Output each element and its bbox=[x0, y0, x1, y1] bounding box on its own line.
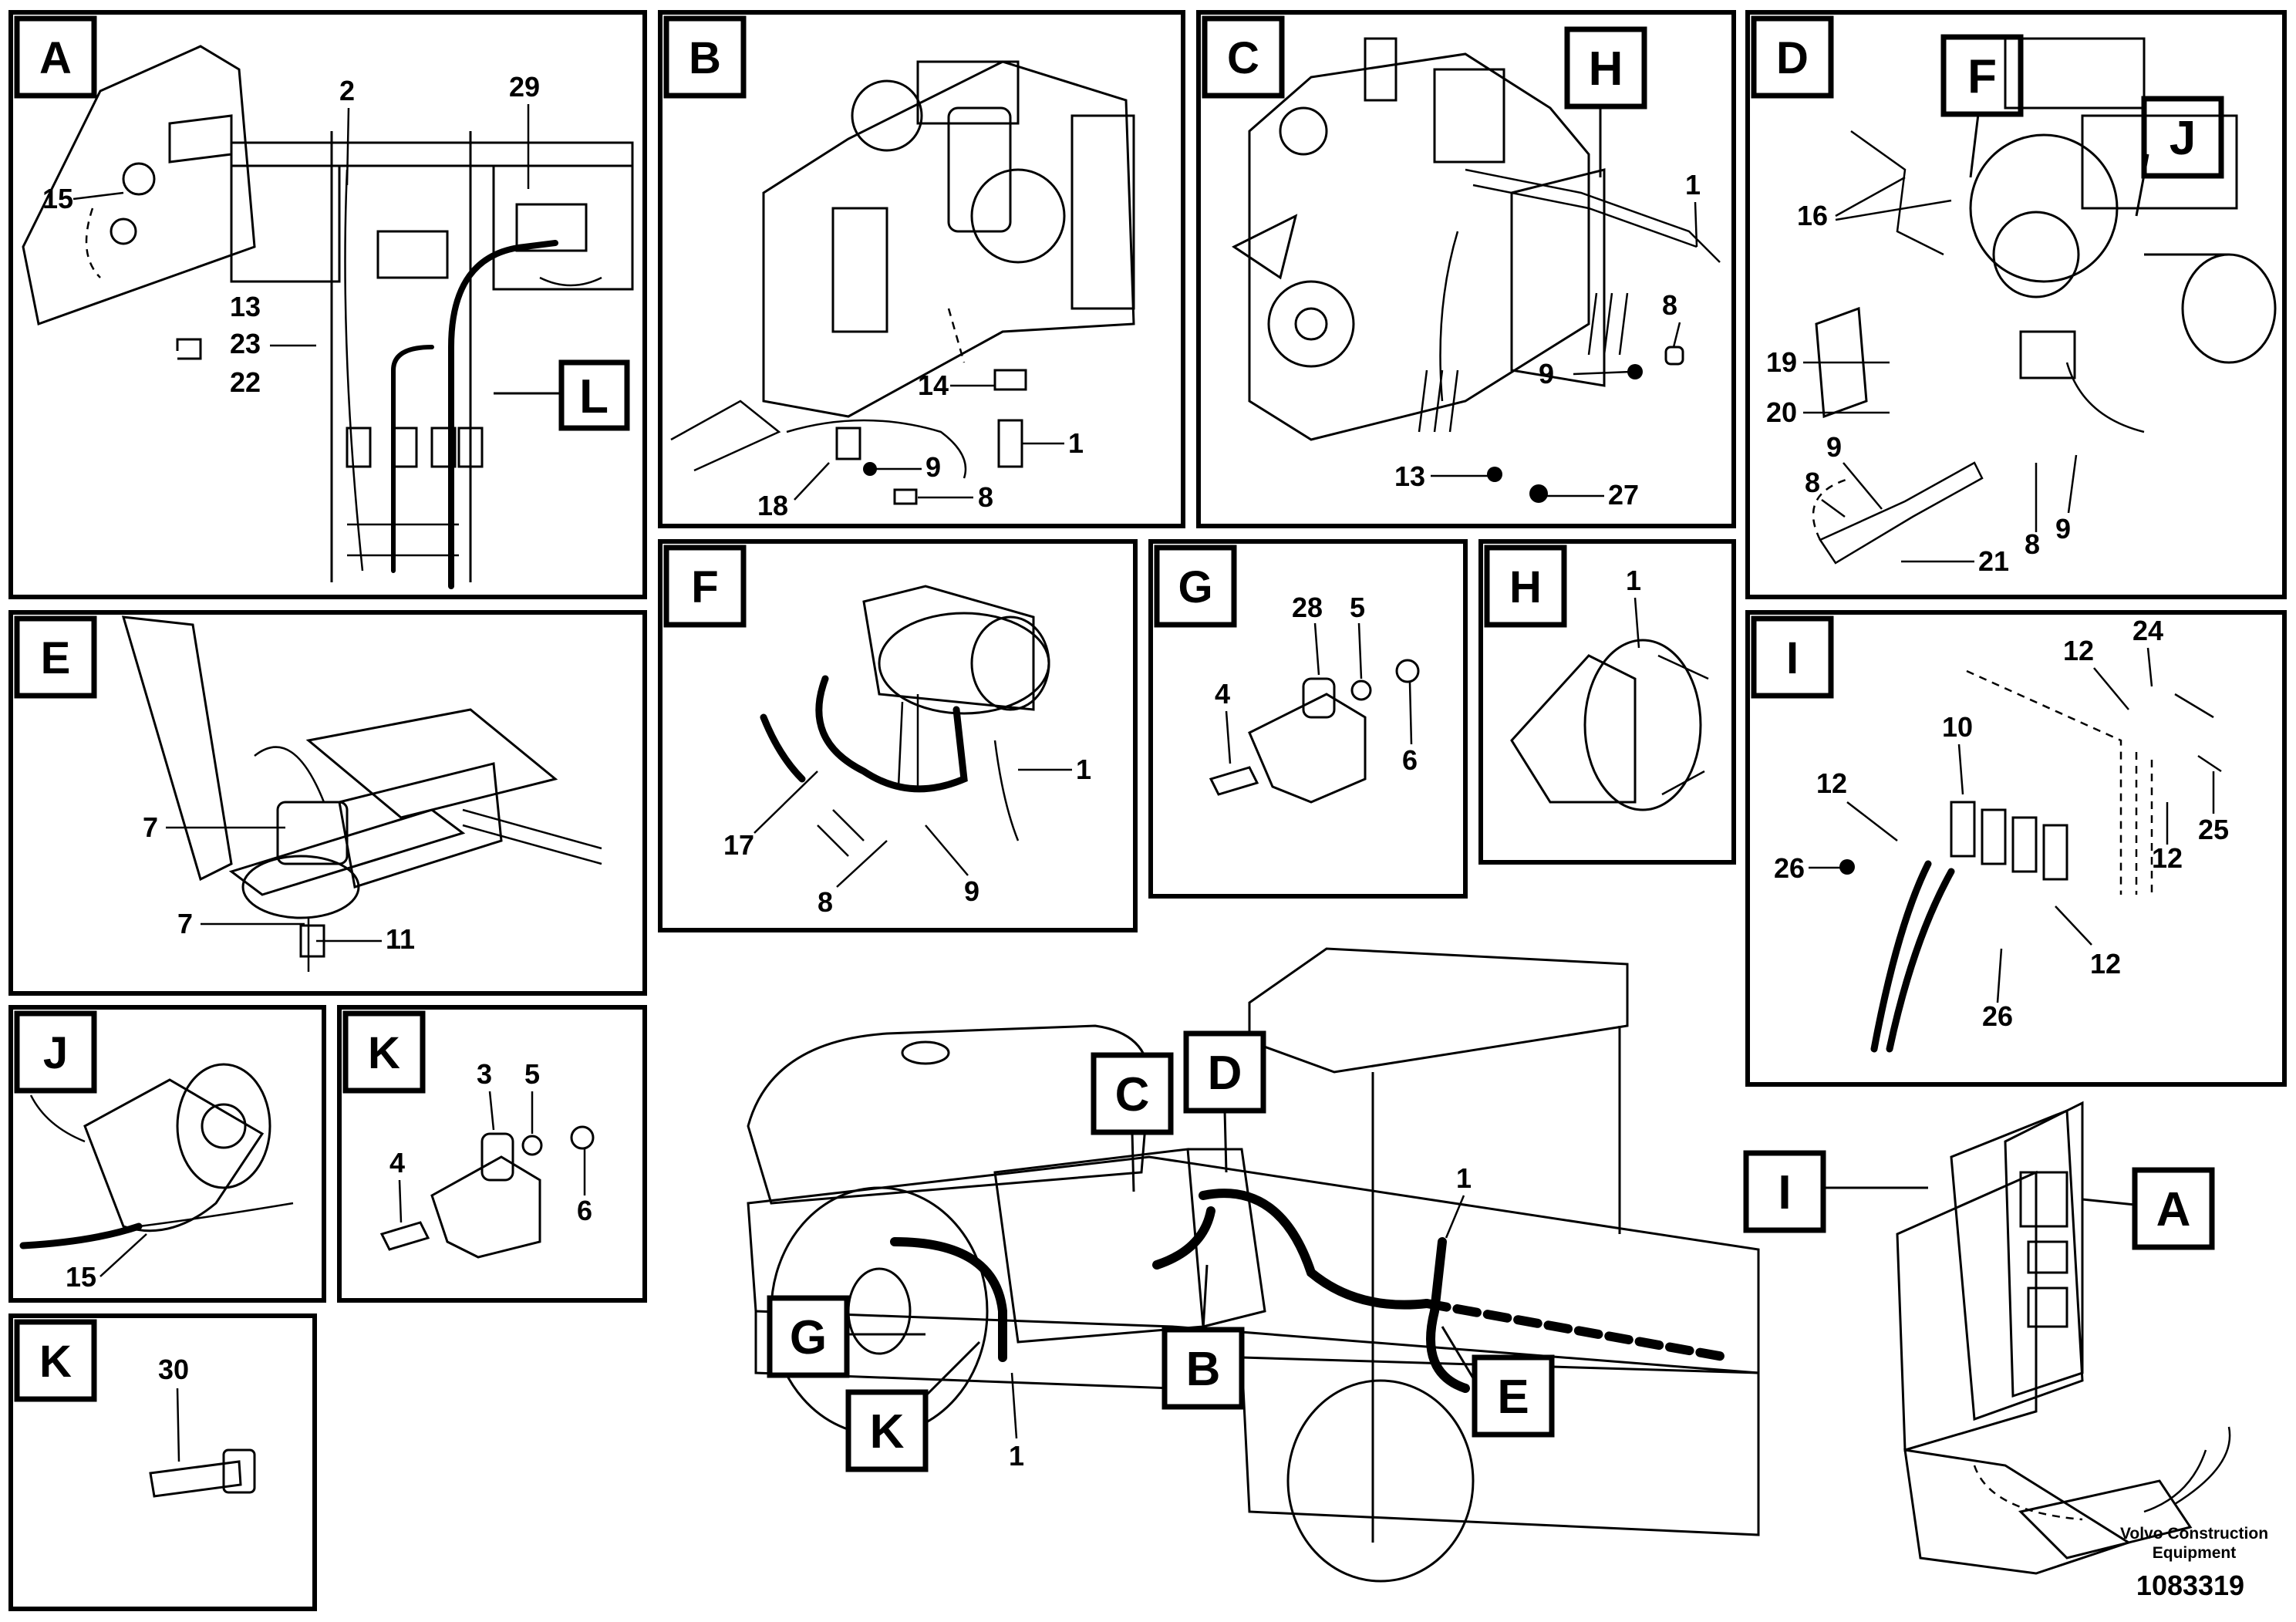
label-i-26b: 26 bbox=[1982, 1000, 2013, 1032]
panel-a-callout-l-box bbox=[558, 359, 630, 431]
label-g-6: 6 bbox=[1402, 744, 1418, 776]
label-i-12b: 12 bbox=[1816, 767, 1847, 799]
label-f-1: 1 bbox=[1076, 754, 1091, 785]
panel-c-callout-h: H bbox=[1589, 42, 1623, 96]
label-d-8b: 8 bbox=[2025, 528, 2040, 560]
label-i-26a: 26 bbox=[1774, 852, 1805, 884]
label-e-11: 11 bbox=[386, 923, 415, 955]
label-d-16: 16 bbox=[1797, 200, 1828, 231]
label-c-27: 27 bbox=[1608, 479, 1639, 511]
panel-a-title-box bbox=[14, 15, 97, 99]
label-i-12c: 12 bbox=[2152, 842, 2183, 874]
panel-h-title: H bbox=[1509, 562, 1542, 612]
panel-g-title: G bbox=[1178, 562, 1212, 612]
console-callout-i: I bbox=[1778, 1166, 1791, 1219]
label-b-8: 8 bbox=[978, 481, 993, 513]
label-a-13: 13 bbox=[230, 291, 261, 322]
label-e-7b: 7 bbox=[177, 908, 193, 939]
overview-callout-c: C bbox=[1115, 1068, 1150, 1121]
company-line-2: Equipment bbox=[2153, 1544, 2237, 1562]
panel-b-title: B bbox=[689, 33, 721, 83]
label-i-24: 24 bbox=[2132, 615, 2163, 646]
overview-callout-k: K bbox=[870, 1405, 905, 1458]
label-h-1: 1 bbox=[1626, 565, 1641, 596]
panel-k2-title: K bbox=[39, 1337, 72, 1387]
panel-d: D F J 16 19 20 9 8 21 8 9 bbox=[1745, 10, 2287, 599]
panel-f-title: F bbox=[691, 562, 718, 612]
panel-b: B 14 1 9 18 8 bbox=[658, 10, 1185, 528]
label-d-21: 21 bbox=[1978, 545, 2009, 577]
label-b-9: 9 bbox=[925, 451, 941, 483]
panel-c: C H 1 8 9 13 27 bbox=[1196, 10, 1736, 528]
panel-k-2: K 30 bbox=[8, 1313, 317, 1611]
label-j-15: 15 bbox=[66, 1261, 96, 1293]
panel-c-title: C bbox=[1227, 33, 1259, 83]
machine-overview: C D G B E K 1 1 bbox=[747, 947, 1760, 1583]
label-d-20: 20 bbox=[1766, 396, 1797, 428]
label-a-22: 22 bbox=[230, 366, 261, 398]
label-i-12a: 12 bbox=[2063, 635, 2094, 666]
label-a-2: 2 bbox=[339, 75, 355, 106]
label-c-8: 8 bbox=[1662, 289, 1677, 321]
label-b-1: 1 bbox=[1068, 427, 1084, 459]
overview-callout-b: B bbox=[1186, 1343, 1221, 1396]
label-g-5: 5 bbox=[1350, 592, 1365, 623]
label-b-14: 14 bbox=[918, 369, 949, 401]
footer: Volvo Construction Equipment 1083319 bbox=[2120, 1525, 2268, 1601]
label-d-8: 8 bbox=[1805, 467, 1820, 498]
panel-j: J 15 bbox=[8, 1005, 326, 1303]
label-k2-30: 30 bbox=[158, 1354, 189, 1385]
label-i-10: 10 bbox=[1942, 711, 1973, 743]
label-e-7a: 7 bbox=[143, 811, 158, 843]
label-f-8: 8 bbox=[818, 886, 833, 918]
label-b-18: 18 bbox=[757, 490, 788, 521]
panel-d-title: D bbox=[1776, 33, 1809, 83]
label-k1-3: 3 bbox=[477, 1058, 492, 1090]
label-k1-4: 4 bbox=[389, 1147, 405, 1179]
label-c-9: 9 bbox=[1539, 358, 1554, 389]
panel-g: G 28 5 4 6 bbox=[1148, 539, 1468, 899]
drawing-number: 1083319 bbox=[2136, 1570, 2244, 1601]
overview-label-1b: 1 bbox=[1009, 1440, 1024, 1472]
panel-a: A 15 2 29 13 23 22 L bbox=[8, 10, 647, 599]
panel-i-title: I bbox=[1786, 633, 1799, 683]
panel-d-callout-f: F bbox=[1967, 50, 1997, 103]
label-d-9b: 9 bbox=[2055, 513, 2071, 545]
label-k1-5: 5 bbox=[524, 1058, 540, 1090]
label-c-1: 1 bbox=[1685, 169, 1701, 201]
panel-k1-title: K bbox=[368, 1028, 400, 1078]
overview-callout-g: G bbox=[790, 1311, 827, 1364]
panel-f: F 1 17 8 9 bbox=[658, 539, 1138, 932]
panel-i: I 12 24 10 12 26 12 25 26 12 bbox=[1745, 610, 2287, 1087]
panel-e: E 7 7 11 bbox=[8, 610, 647, 996]
label-c-13: 13 bbox=[1394, 460, 1425, 492]
panel-e-title: E bbox=[41, 633, 71, 683]
label-k1-6: 6 bbox=[577, 1195, 592, 1226]
label-f-9: 9 bbox=[964, 875, 979, 907]
label-d-19: 19 bbox=[1766, 346, 1797, 378]
label-g-4: 4 bbox=[1215, 678, 1230, 710]
company-line-1: Volvo Construction bbox=[2120, 1525, 2268, 1543]
label-a-29: 29 bbox=[509, 71, 540, 103]
overview-callout-d: D bbox=[1208, 1047, 1242, 1100]
label-d-9: 9 bbox=[1826, 431, 1842, 463]
panel-d-callout-j: J bbox=[2170, 112, 2196, 165]
label-f-17: 17 bbox=[723, 829, 754, 861]
label-a-15: 15 bbox=[42, 183, 73, 214]
label-g-28: 28 bbox=[1292, 592, 1323, 623]
label-a-23: 23 bbox=[230, 328, 261, 359]
label-i-25: 25 bbox=[2198, 814, 2229, 845]
panel-h: H 1 bbox=[1478, 539, 1736, 865]
panel-j-title: J bbox=[43, 1028, 68, 1078]
panel-a-title: A bbox=[39, 33, 72, 83]
panel-a-callout-l: L bbox=[579, 370, 609, 423]
console-callout-a: A bbox=[2156, 1183, 2191, 1236]
overview-callout-e: E bbox=[1497, 1371, 1529, 1424]
label-i-12d: 12 bbox=[2090, 948, 2121, 980]
overview-label-1a: 1 bbox=[1456, 1162, 1472, 1194]
panel-k-1: K 3 5 4 6 bbox=[337, 1005, 647, 1303]
console-overview: I A bbox=[1743, 1101, 2231, 1575]
